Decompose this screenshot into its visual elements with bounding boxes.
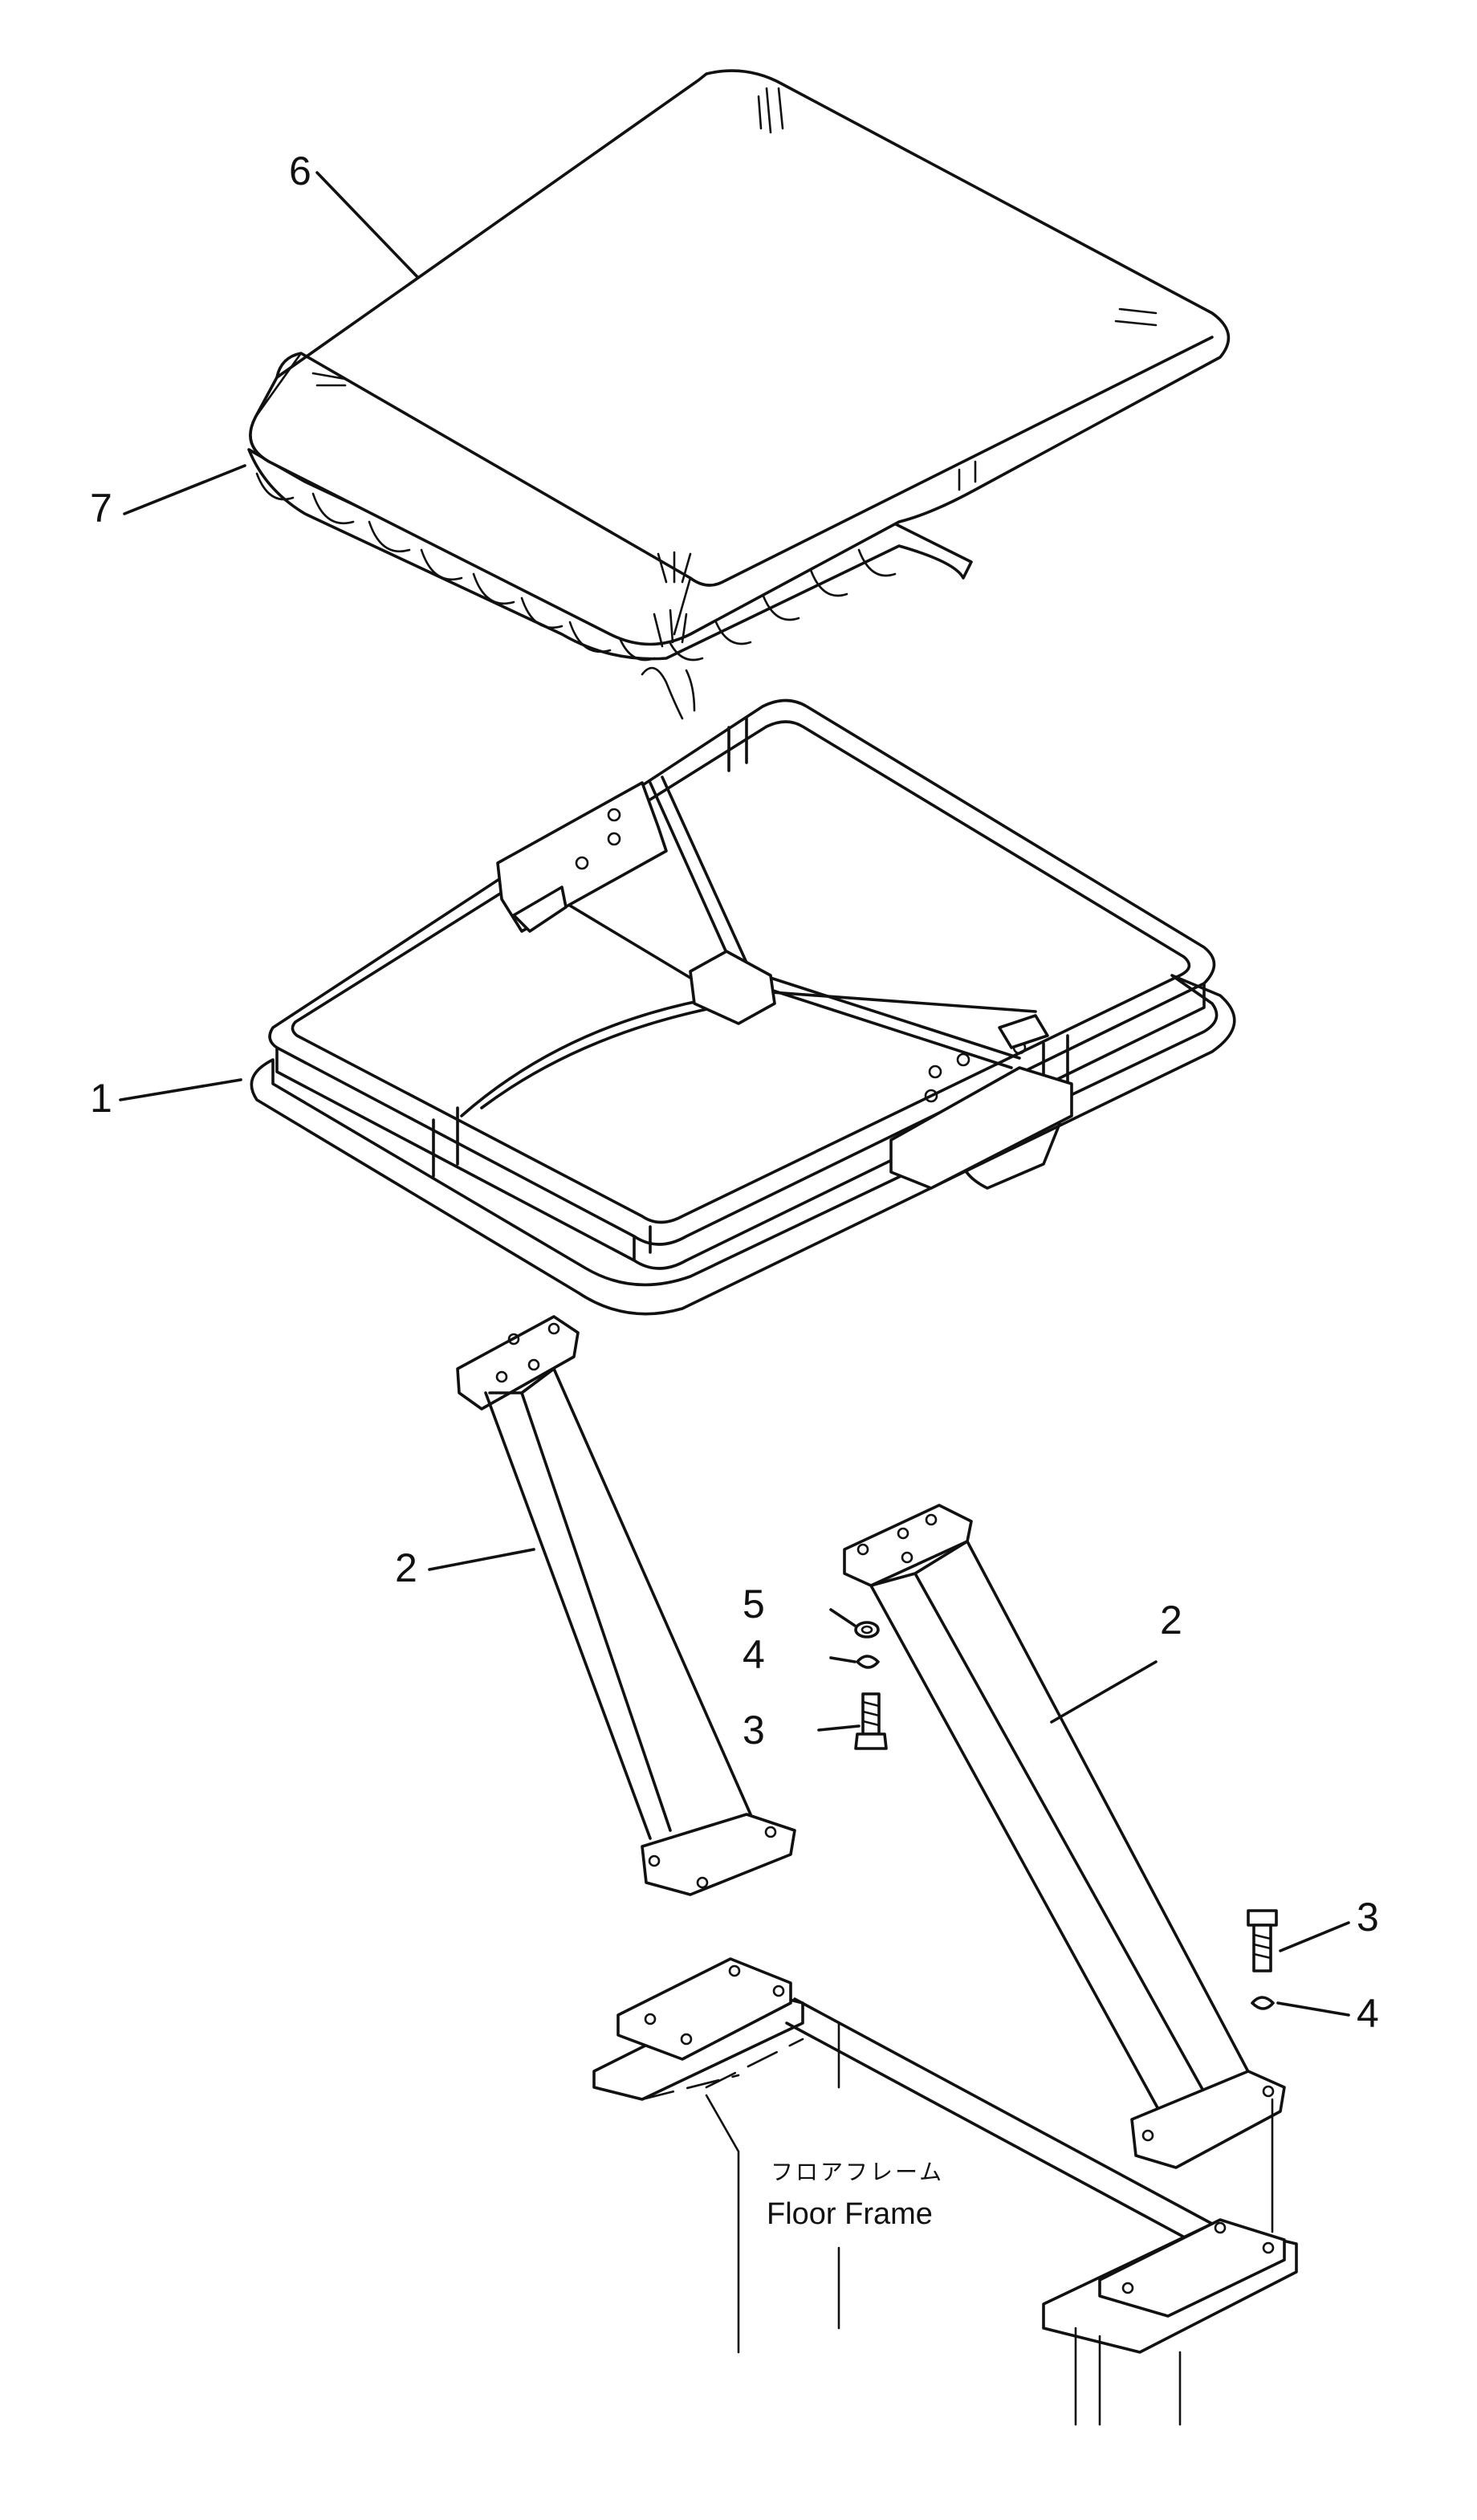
callout-2-left: 2 <box>395 1545 417 1590</box>
hardware-left <box>854 1621 888 1750</box>
floor-frame <box>592 1957 1298 2426</box>
washer-5 <box>854 1621 880 1639</box>
callout-2-right: 2 <box>1160 1598 1182 1643</box>
cushion-top <box>249 69 1231 648</box>
bolt-3-right <box>1247 1909 1278 1927</box>
callout-3-left: 3 <box>743 1708 765 1753</box>
leg-left <box>456 1315 796 1896</box>
leg-right <box>843 1504 1286 2169</box>
floor-frame-label-jp: フロアフレーム <box>771 2160 944 2184</box>
floor-frame-label-en: Floor Frame <box>767 2197 933 2231</box>
floor-frame-label: フロアフレーム Floor Frame <box>767 2160 944 2231</box>
callout-6: 6 <box>289 149 311 193</box>
seat-frame <box>250 698 1236 1316</box>
spring-washer-4-right <box>1251 1996 1275 2010</box>
callout-4-right: 4 <box>1357 1991 1379 2036</box>
callout-3-right: 3 <box>1357 1895 1379 1940</box>
callout-7: 7 <box>90 486 112 531</box>
hardware-right <box>1247 1909 1278 2010</box>
callout-5: 5 <box>743 1582 765 1626</box>
seat-cushion <box>247 69 1231 720</box>
callout-labels: 6 7 1 2 2 5 4 3 3 4 <box>90 149 1379 2036</box>
spring-washer-4-left <box>856 1655 880 1669</box>
callout-4-left: 4 <box>743 1632 765 1677</box>
callout-1: 1 <box>90 1076 112 1121</box>
leader-lines <box>119 171 1350 2017</box>
